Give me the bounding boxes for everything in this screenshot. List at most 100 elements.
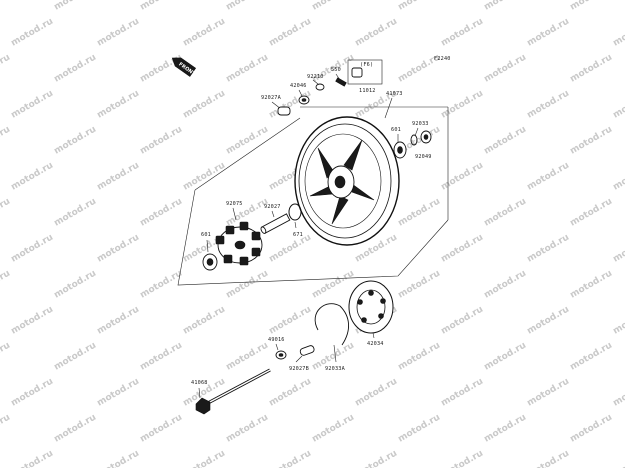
watermark-text: motod.ru xyxy=(397,341,443,373)
retaining-ring-icon xyxy=(314,303,349,346)
watermark-text: motod.ru xyxy=(483,0,529,13)
watermark-text: motod.ru xyxy=(96,305,142,337)
watermark-text: motod.ru xyxy=(96,161,142,193)
cush-damper-icon xyxy=(215,221,263,266)
watermark-text: motod.ru xyxy=(483,125,529,157)
watermark-text: motod.ru xyxy=(526,161,572,193)
leader-line xyxy=(198,387,201,399)
part-label-550: 550 xyxy=(331,67,341,73)
axle-icon xyxy=(195,368,271,415)
watermark-text: motod.ru xyxy=(139,269,185,301)
watermark-text: motod.ru xyxy=(268,377,314,409)
part-label-92049: 92049 xyxy=(415,154,432,160)
watermark-text: motod.ru xyxy=(268,233,314,265)
watermark-text: motod.ru xyxy=(268,89,314,121)
watermark-text: motod.ru xyxy=(612,233,625,265)
watermark-text: motod.ru xyxy=(612,161,625,193)
part-label-41073: 41073 xyxy=(386,91,403,97)
part-label-92027b: 92027 xyxy=(264,204,281,210)
part-label-49016: 49016 xyxy=(268,337,285,343)
part-label-92033a: 92033A xyxy=(325,366,346,372)
watermark-text: motod.ru xyxy=(10,89,56,121)
watermark-text: motod.ru xyxy=(526,449,572,468)
watermark-text: motod.ru xyxy=(0,269,12,301)
leader-line xyxy=(271,210,275,218)
watermark-text: motod.ru xyxy=(354,377,400,409)
part-label-11012: 11012 xyxy=(359,88,376,94)
watermark-text: motod.ru xyxy=(354,449,400,468)
watermark-text: motod.ru xyxy=(268,305,314,337)
part-label-92075: 92075 xyxy=(226,201,243,207)
watermark-text: motod.ru xyxy=(53,53,99,85)
watermark-text: motod.ru xyxy=(354,17,400,49)
figure-code: F2240 xyxy=(434,56,451,62)
circlip-icon xyxy=(410,134,418,146)
watermark-text: motod.ru xyxy=(526,89,572,121)
watermark-text: motod.ru xyxy=(139,0,185,13)
watermark-text: motod.ru xyxy=(569,53,615,85)
leader-line xyxy=(384,97,393,119)
spacer-icon xyxy=(299,345,315,356)
watermark-text: motod.ru xyxy=(397,413,443,445)
watermark-text: motod.ru xyxy=(440,17,486,49)
watermark-text: motod.ru xyxy=(53,125,99,157)
watermark-text: motod.ru xyxy=(311,413,357,445)
leader-line xyxy=(206,239,209,253)
watermark-text: motod.ru xyxy=(96,449,142,468)
watermark-text: motod.ru xyxy=(225,53,271,85)
watermark-text: motod.ru xyxy=(0,0,12,13)
watermark-text: motod.ru xyxy=(0,413,12,445)
leader-line xyxy=(295,355,303,363)
watermark-text: motod.ru xyxy=(53,269,99,301)
part-label-601b: 601 xyxy=(201,232,211,238)
watermark-text: motod.ru xyxy=(483,269,529,301)
bearing-bore-icon xyxy=(397,146,403,154)
part-label-92210: 92210 xyxy=(307,74,324,80)
valve-stem-icon xyxy=(335,77,347,87)
watermark-text: motod.ru xyxy=(440,233,486,265)
watermark-text: motod.ru xyxy=(53,0,99,13)
part-label-42034: 42034 xyxy=(367,341,384,347)
leader-line xyxy=(414,127,419,137)
watermark-text: motod.ru xyxy=(440,89,486,121)
watermark-text: motod.ru xyxy=(612,377,625,409)
watermark-text: motod.ru xyxy=(53,197,99,229)
part-label-f6: (F6) xyxy=(360,62,373,68)
watermark-text: motod.ru xyxy=(268,449,314,468)
watermark-text: motod.ru xyxy=(268,17,314,49)
watermark-text: motod.ru xyxy=(569,413,615,445)
leader-line xyxy=(333,344,337,363)
watermark-text: motod.ru xyxy=(612,305,625,337)
part-label-92027a: 92027A xyxy=(261,95,282,101)
f6-group-box xyxy=(347,59,383,85)
watermark-text: motod.ru xyxy=(569,269,615,301)
leader-line xyxy=(294,221,297,229)
wheel-spoke xyxy=(343,139,363,171)
watermark-text: motod.ru xyxy=(397,269,443,301)
watermark-text: motod.ru xyxy=(569,341,615,373)
wheel-hub-bore xyxy=(334,175,346,189)
watermark-text: motod.ru xyxy=(311,269,357,301)
leader-line xyxy=(312,79,319,85)
watermark-text: motod.ru xyxy=(10,377,56,409)
watermark-text: motod.ru xyxy=(483,53,529,85)
watermark-text: motod.ru xyxy=(10,17,56,49)
watermark-text: motod.ru xyxy=(139,125,185,157)
watermark-text: motod.ru xyxy=(139,53,185,85)
watermark-text: motod.ru xyxy=(225,0,271,13)
watermark-text: motod.ru xyxy=(10,233,56,265)
watermark-text: motod.ru xyxy=(96,17,142,49)
watermark-text: motod.ru xyxy=(96,233,142,265)
watermark-text: motod.ru xyxy=(0,125,12,157)
watermark-text: motod.ru xyxy=(139,413,185,445)
collar-hole-icon xyxy=(301,98,307,102)
valve-cap-icon xyxy=(351,67,363,78)
leader-line xyxy=(232,207,237,221)
watermark-text: motod.ru xyxy=(397,0,443,13)
watermark-text: motod.ru xyxy=(440,377,486,409)
watermark-text: motod.ru xyxy=(397,197,443,229)
watermark-text: motod.ru xyxy=(225,125,271,157)
watermark-text: motod.ru xyxy=(483,413,529,445)
front-arrow-icon xyxy=(171,57,197,77)
